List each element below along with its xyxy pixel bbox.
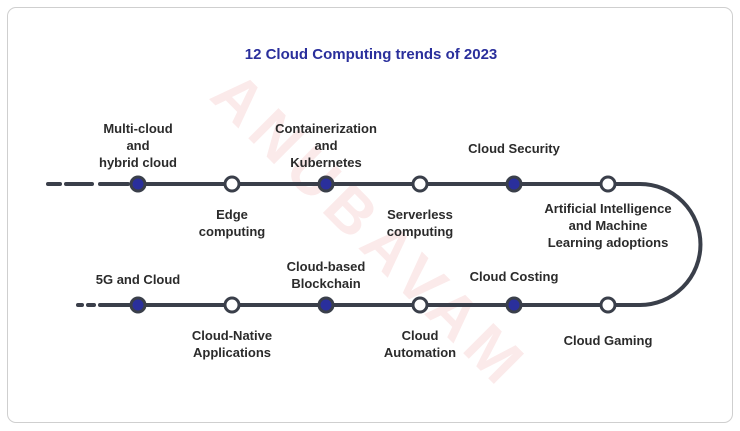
trend-label: Cloud Gaming [563,333,653,348]
timeline-node [223,175,241,193]
page-title: 12 Cloud Computing trends of 2023 [244,46,498,63]
trend-label: Serverless computing [386,207,454,239]
timeline-curve [608,182,703,307]
trend-label: Multi-cloud and hybrid cloud [99,121,177,170]
timeline-node [505,296,523,314]
infographic-card: ANUBAVAM 12 Cloud Computing trends of 20… [7,7,733,423]
trend-label: Cloud Costing [469,269,559,284]
trend-label: Cloud Security [468,141,560,156]
trend-label: Edge computing [198,207,266,239]
trend-label: Cloud-Native Applications [191,328,273,360]
trend-label: 5G and Cloud [95,272,181,287]
timeline-node [129,175,147,193]
timeline-node [599,296,617,314]
timeline-node [129,296,147,314]
timeline-node [599,175,617,193]
timeline-node [411,296,429,314]
trend-label: Artificial Intelligence and Machine Lear… [544,201,672,250]
trend-label: Cloud Automation [383,328,457,360]
timeline-node [411,175,429,193]
timeline-track [46,175,703,314]
timeline-node [223,296,241,314]
timeline-node [505,175,523,193]
timeline-node [317,175,335,193]
trend-label: Containerization and Kubernetes [275,121,377,170]
trend-label: Cloud-based Blockchain [286,259,366,291]
timeline-node [317,296,335,314]
